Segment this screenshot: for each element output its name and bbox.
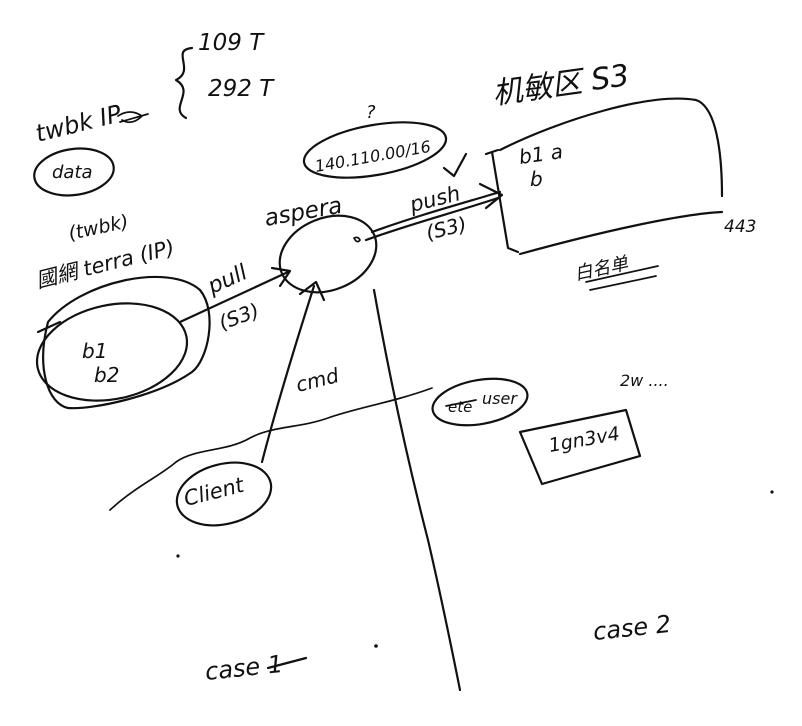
case-divider-line — [372, 288, 462, 692]
source-oval — [35, 302, 189, 402]
data-oval — [33, 147, 115, 197]
push-arrow-head — [478, 182, 504, 210]
target-box — [498, 97, 724, 256]
push-proto-label: (S3) — [423, 212, 469, 245]
ip-count-2: 292 T — [208, 76, 275, 102]
cmd-label: cmd — [293, 363, 341, 397]
subnet-label: 140.110.00/16 — [313, 137, 432, 176]
case1-underline — [266, 656, 308, 670]
ip-count-1: 109 T — [198, 30, 265, 56]
aspera-smudge — [353, 236, 361, 243]
stray-dot-3 — [770, 490, 774, 494]
cmd-arrow-line — [260, 284, 316, 464]
subnet-oval — [302, 121, 448, 179]
source-label: 國網 terra (IP) — [33, 235, 176, 293]
client-label: Client — [181, 473, 247, 511]
twbk-ip-scribble — [117, 111, 149, 124]
credential-box — [518, 408, 642, 486]
pull-label: pull — [203, 260, 251, 300]
stray-dot-1 — [374, 644, 378, 648]
target-item-b: b — [530, 167, 543, 191]
aspera-node — [278, 214, 378, 294]
push-arrow-line-2 — [370, 190, 502, 234]
pull-arrow-line — [178, 270, 290, 324]
dots-label: 2w .... — [620, 371, 669, 390]
stray-dot-2 — [176, 554, 180, 558]
target-port-label: 443 — [724, 217, 756, 237]
curly-brace — [174, 46, 194, 120]
pull-proto-label: (S3) — [216, 298, 263, 335]
user-strike — [445, 399, 477, 407]
client-oval — [175, 461, 273, 527]
twbk-ip-label: twbk IP — [33, 99, 125, 147]
user-label: user — [482, 389, 518, 408]
subnet-mark: ? — [366, 102, 376, 123]
target-item-b1a: b1 a — [517, 139, 564, 169]
target-note-label: 白名单 — [573, 253, 631, 285]
source-item-b1: b1 — [82, 339, 107, 363]
push-arrow-line-1 — [364, 196, 500, 242]
network-boundary-line — [109, 387, 433, 511]
cmd-arrow-head — [298, 280, 326, 302]
case2-label: case 2 — [592, 610, 673, 646]
credential-label: 1gn3v4 — [547, 423, 621, 457]
data-label: data — [52, 162, 93, 183]
push-check-mark — [442, 152, 468, 178]
pull-arrow-head — [270, 266, 292, 288]
target-note-underline — [585, 265, 659, 291]
source-box — [42, 275, 211, 410]
source-left-line — [36, 320, 62, 334]
user-oval — [431, 377, 529, 427]
target-label: 机敏区 S3 — [490, 58, 631, 112]
twbk-paren-label: (twbk) — [66, 211, 130, 245]
target-bracket — [484, 148, 520, 254]
source-item-b2: b2 — [94, 363, 119, 387]
